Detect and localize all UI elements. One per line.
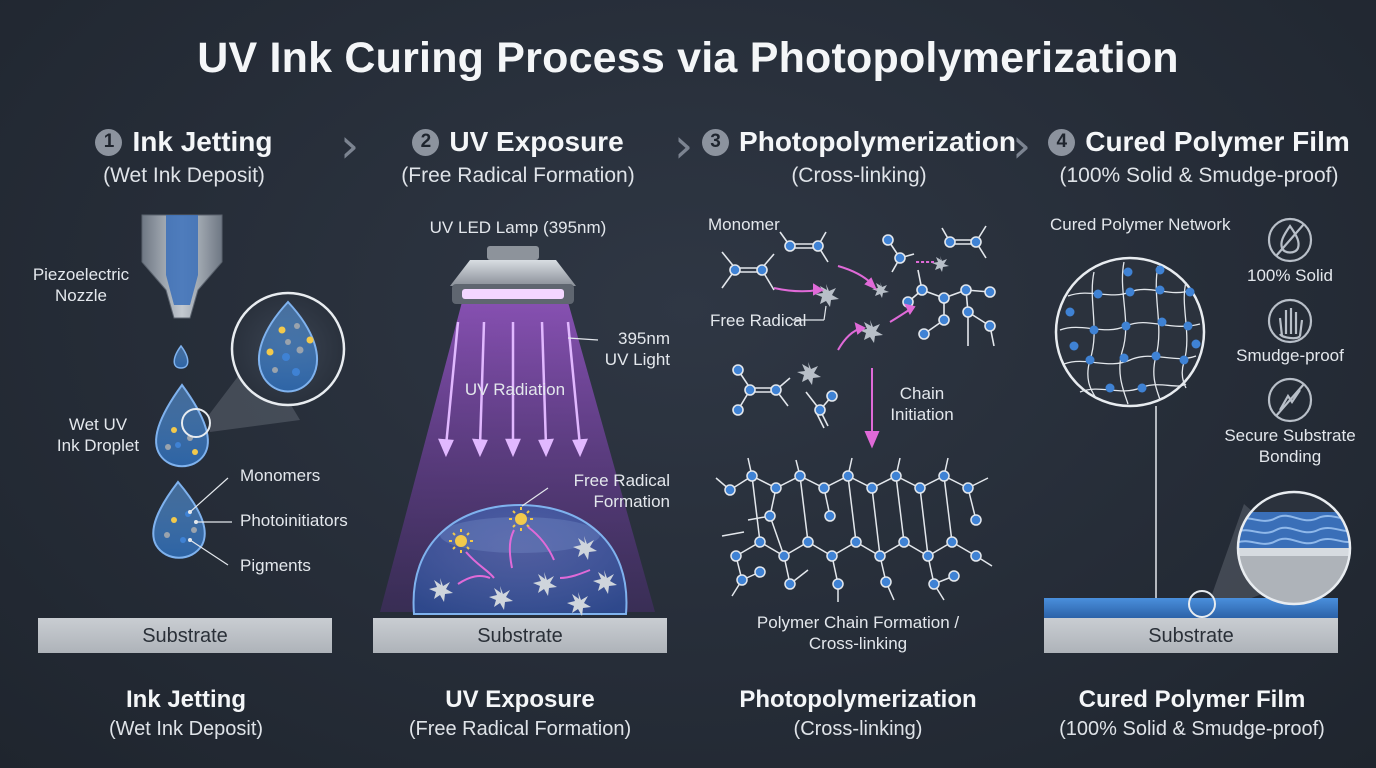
step-1-number: 1: [95, 128, 123, 156]
monomer-molecules: [721, 225, 996, 429]
free-radical-pointer-3b: [823, 305, 827, 321]
chain-initiation-label: Chain Initiation: [890, 384, 954, 424]
bonding-icon: [1267, 377, 1313, 423]
photoinitiator-sun: [449, 507, 533, 553]
monomer-label: Monomer: [708, 215, 780, 234]
film-zoom-ring: [1188, 590, 1216, 618]
caption-2: UV Exposure (Free Radical Formation): [370, 686, 670, 741]
bonding-label: Secure Substrate Bonding: [1224, 426, 1356, 466]
solid-icon: [1267, 217, 1313, 263]
reaction-arrows: [457, 526, 591, 585]
step-2-number: 2: [412, 128, 440, 156]
network-label: Cured Polymer Network: [1050, 215, 1231, 234]
step-4-title: Cured Polymer Film: [1085, 126, 1350, 157]
step-3-title: Photopolymerization: [739, 126, 1016, 157]
photoinitiators-label: Photoinitiators: [240, 511, 348, 530]
chevron-right-icon: ›: [674, 118, 694, 174]
chevron-right-icon: ›: [1012, 118, 1032, 174]
uv-lamp: [450, 246, 576, 304]
step-3-header: 3 Photopolymerization (Cross-linking): [694, 126, 1024, 188]
substrate-4: Substrate: [1044, 618, 1338, 653]
substrate-2: Substrate: [373, 618, 667, 653]
uv-arrows: [438, 321, 588, 458]
component-droplet: [152, 477, 232, 566]
uv-light-pointer: [567, 337, 599, 341]
step-1-title: Ink Jetting: [132, 126, 273, 157]
smudge-label: Smudge-proof: [1236, 346, 1344, 365]
zoomed-droplet: [230, 291, 346, 407]
caption-1-title: Ink Jetting: [125, 686, 246, 713]
step-4-number: 4: [1048, 128, 1076, 156]
film-zoom-detail: [1236, 490, 1352, 606]
cured-film: [1044, 598, 1338, 618]
monomers-label: Monomers: [240, 466, 321, 485]
chevron-right-icon: ›: [340, 118, 360, 174]
radical-stars: [797, 256, 949, 385]
polymer-network: [715, 457, 993, 602]
caption-1: Ink Jetting (Wet Ink Deposit): [36, 686, 336, 741]
step-1-subtitle: (Wet Ink Deposit): [103, 164, 265, 187]
caption-3-title: Photopolymerization: [739, 686, 977, 713]
caption-3: Photopolymerization (Cross-linking): [702, 686, 1014, 741]
caption-2-title: UV Exposure: [445, 686, 595, 713]
step-4-header: 4 Cured Polymer Film (100% Solid & Smudge…: [1034, 126, 1364, 188]
pigments-label: Pigments: [240, 556, 311, 575]
step-1-header: 1 Ink Jetting (Wet Ink Deposit): [36, 126, 332, 188]
free-radical-sparks: [429, 536, 617, 616]
polymer-chain-label: Polymer Chain Formation / Cross-linking: [756, 613, 960, 653]
caption-4: Cured Polymer Film (100% Solid & Smudge-…: [1036, 686, 1348, 741]
step-3-number: 3: [702, 128, 730, 156]
nozzle-label: Piezoelectric Nozzle: [32, 265, 130, 305]
ink-dome: [412, 503, 628, 615]
step-2-header: 2 UV Exposure (Free Radical Formation): [370, 126, 666, 188]
wet-ink-droplet: [155, 383, 211, 468]
caption-2-subtitle: (Free Radical Formation): [408, 718, 632, 740]
initiation-arrows: [773, 261, 934, 449]
free-radical-formation-label: Free Radical Formation: [573, 471, 670, 511]
uv-radiation-label: UV Radiation: [464, 380, 566, 399]
page-title: UV Ink Curing Process via Photopolymeriz…: [197, 34, 1179, 82]
step-2-title: UV Exposure: [449, 126, 624, 157]
step-4-subtitle: (100% Solid & Smudge-proof): [1059, 164, 1339, 187]
free-radical-pointer: [521, 487, 549, 507]
caption-4-title: Cured Polymer Film: [1078, 686, 1306, 713]
caption-4-subtitle: (100% Solid & Smudge-proof): [1059, 718, 1325, 740]
nozzle: [141, 214, 223, 319]
step-3-subtitle: (Cross-linking): [791, 164, 927, 187]
free-radical-label: Free Radical: [710, 311, 807, 330]
hand-icon: [1267, 298, 1313, 344]
caption-1-subtitle: (Wet Ink Deposit): [108, 718, 264, 740]
lamp-label: UV LED Lamp (395nm): [429, 218, 607, 237]
substrate-1: Substrate: [38, 618, 332, 653]
polymer-network-circle: [1054, 256, 1206, 408]
caption-3-subtitle: (Cross-linking): [793, 718, 923, 740]
small-droplet: [173, 344, 189, 369]
uv-light-label: 395nm UV Light: [604, 329, 670, 369]
droplet-label: Wet UV Ink Droplet: [56, 415, 140, 455]
step-2-subtitle: (Free Radical Formation): [401, 164, 635, 187]
solid-label: 100% Solid: [1246, 266, 1333, 285]
